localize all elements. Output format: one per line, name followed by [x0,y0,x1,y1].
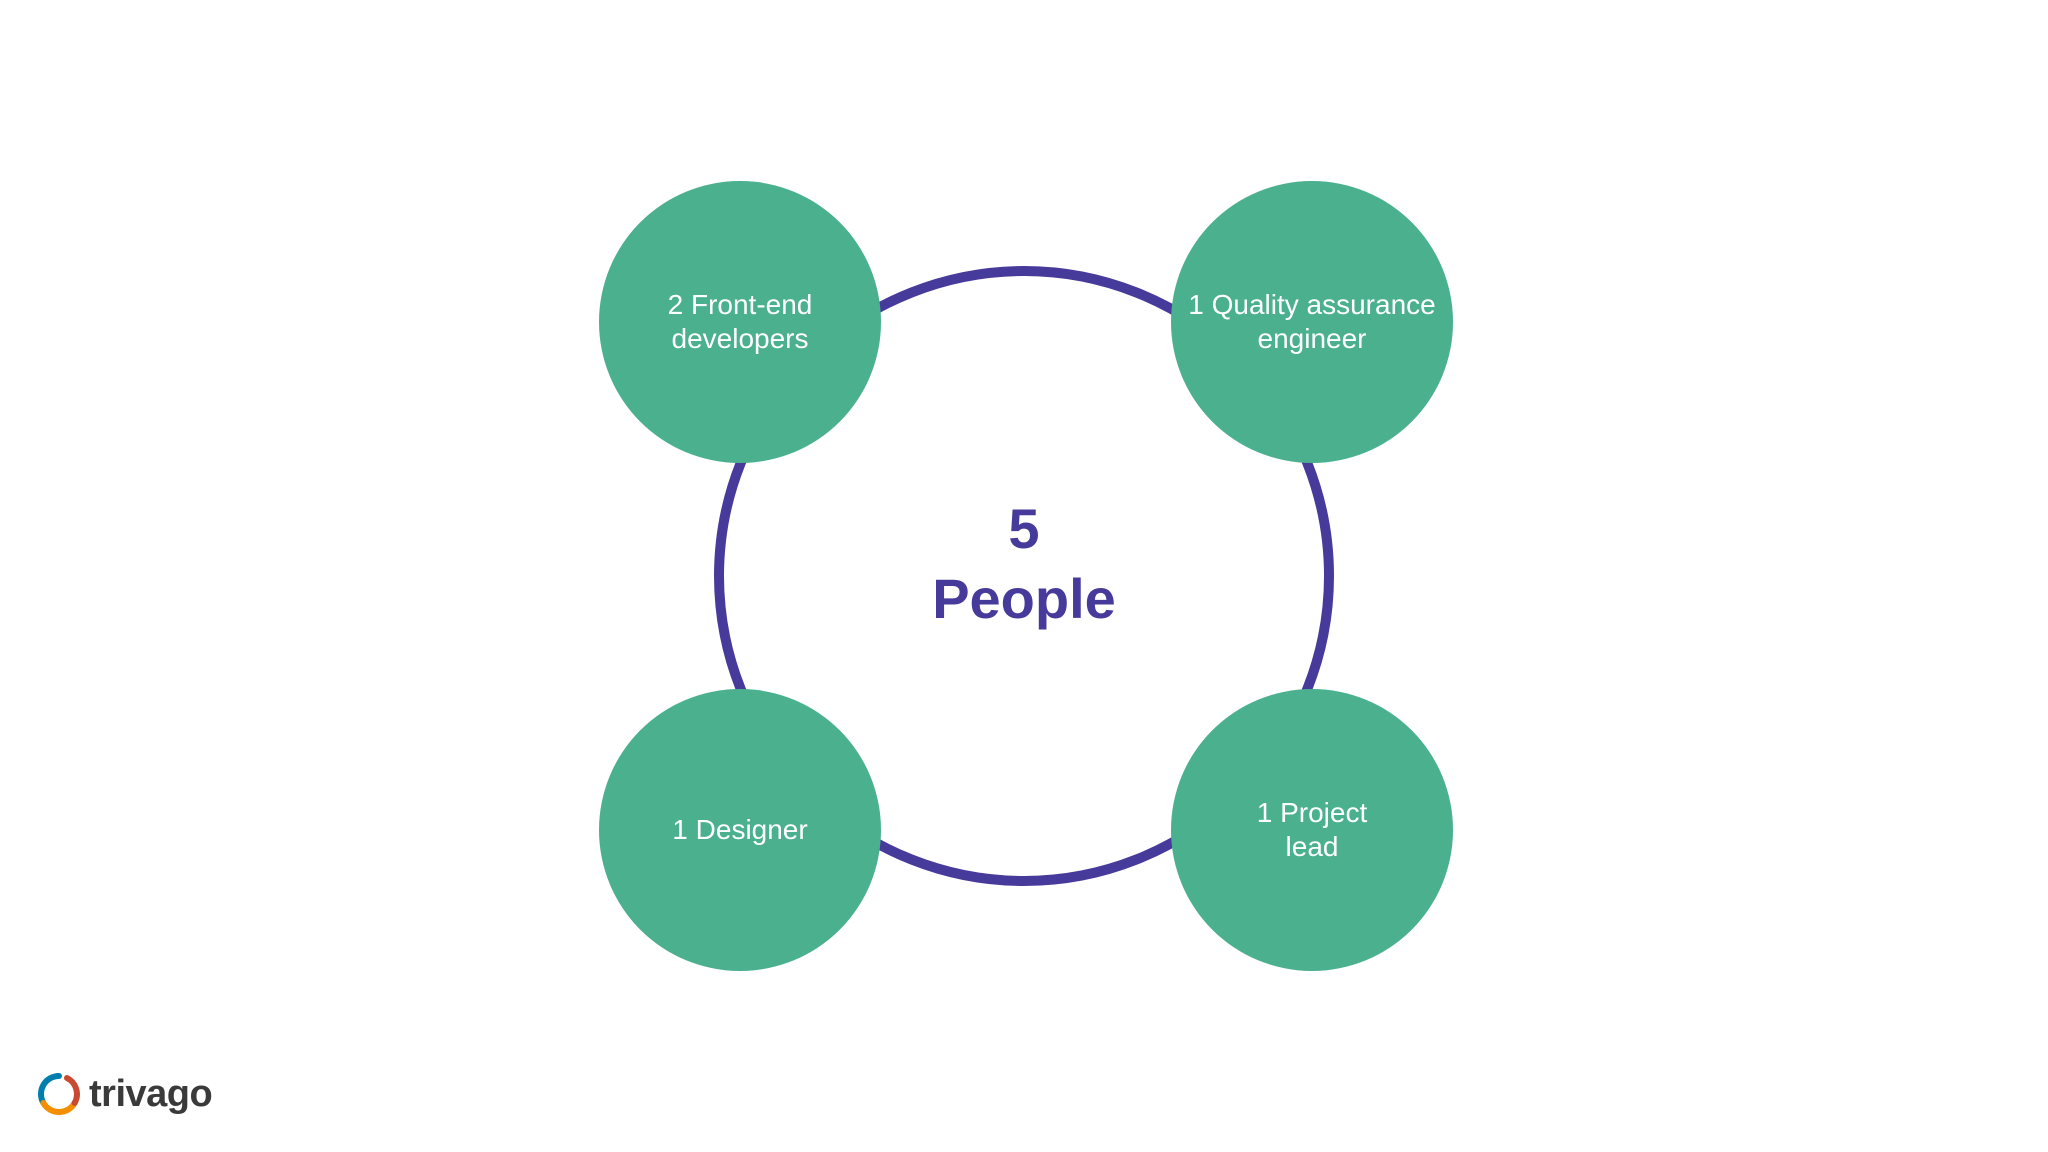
role-node-designer: 1 Designer [599,689,881,971]
role-node-quality-assurance-engineer: 1 Quality assurance engineer [1171,181,1453,463]
role-label: 1 Project lead [1256,797,1368,862]
role-label: 1 Quality assurance engineer [1188,289,1436,354]
trivago-wordmark: trivago [89,1072,213,1115]
team-size-count: 5 [1008,497,1040,560]
team-ring-circle [714,266,1334,886]
role-label: 2 Front-end developers [667,289,813,354]
role-node-project-lead: 1 Project lead [1171,689,1453,971]
trivago-ring-icon [38,1073,80,1115]
role-label: 1 Designer [672,814,808,845]
team-size-unit: People [932,567,1116,630]
role-node-front-end-developers: 2 Front-end developers [599,181,881,463]
trivago-logo: trivago [37,1070,213,1118]
team-size-label: 5 People [824,494,1224,634]
